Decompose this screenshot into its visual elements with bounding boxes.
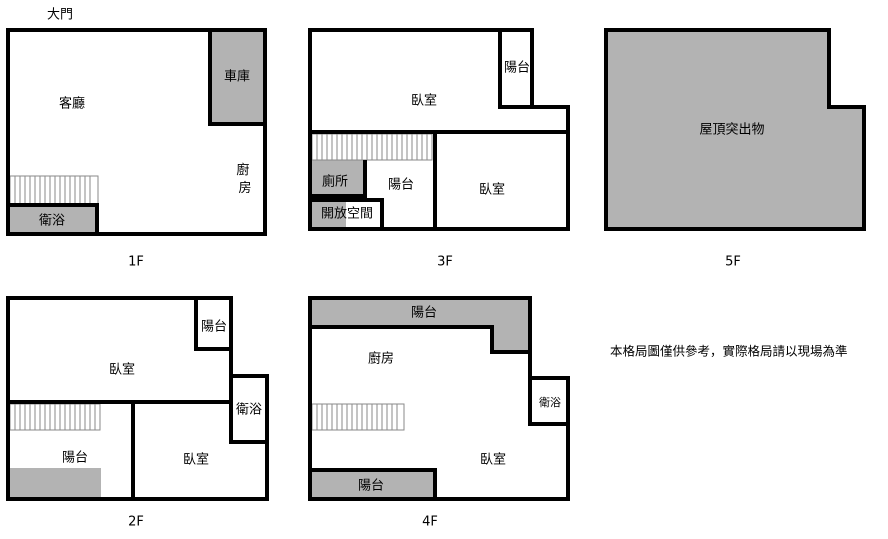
room-bedroom-4f: 臥室 [480, 452, 506, 468]
outline-2f [6, 296, 269, 501]
balcony-top-wall-4f [310, 325, 530, 354]
room-bedroom-right-2f: 臥室 [183, 452, 209, 468]
caption-3f: 3F [437, 255, 453, 270]
room-bath-1f: 衛浴 [39, 214, 65, 229]
room-bath-4f: 衛浴 [539, 396, 561, 409]
outline-4f [308, 296, 570, 501]
toilet-fill-3f [310, 160, 365, 196]
stair-4f [311, 403, 405, 431]
disclaimer-note: 本格局圖僅供參考，實際格局請以現場為準 [610, 344, 848, 359]
roof-structure-fill [606, 30, 864, 229]
bath-wall-4f [528, 378, 568, 426]
open-space-wall-3f [310, 198, 384, 229]
caption-4f: 4F [422, 515, 438, 530]
room-balcony-mid-3f: 陽台 [388, 178, 414, 193]
room-kitchen-4f: 廚房 [368, 351, 394, 367]
room-balcony-left-2f: 陽台 [62, 451, 88, 466]
room-open-space-3f: 開放空間 [321, 207, 373, 222]
balcony-fill-2f [8, 468, 101, 499]
room-roof-structure: 屋頂突出物 [699, 122, 764, 138]
stair-2f [9, 403, 101, 431]
room-balcony-bottom-4f: 陽台 [358, 479, 384, 494]
room-bedroom-right-3f: 臥室 [479, 182, 505, 198]
outline-1f [6, 28, 267, 236]
floor-2f: 陽台 臥室 衛浴 陽台 臥室 2F [6, 296, 269, 530]
outline-5f [604, 28, 866, 231]
garage-fill [210, 30, 265, 124]
room-bedroom-main-3f: 臥室 [411, 93, 437, 109]
caption-1f: 1F [128, 255, 144, 270]
balcony-wall-3f [498, 30, 532, 109]
floor-1f: 客廳 車庫 廚 房 衛浴 1F [6, 28, 267, 270]
open-space-fill-3f [310, 200, 346, 229]
room-balcony-top-4f: 陽台 [411, 306, 437, 321]
stair-1f [9, 175, 99, 206]
bath-fill-1f [8, 205, 97, 234]
balcony-bottom-fill-4f [310, 470, 435, 499]
balcony-wall-2f [194, 298, 231, 351]
room-bath-2f: 衛浴 [236, 403, 262, 418]
room-toilet-3f: 廁所 [322, 174, 348, 190]
stair-3f [311, 133, 433, 161]
balcony-bottom-wall-4f [310, 468, 437, 499]
caption-2f: 2F [128, 515, 144, 530]
room-kitchen-1f: 廚 房 [236, 162, 253, 196]
room-living: 客廳 [59, 96, 85, 112]
room-balcony-top-3f: 陽台 [504, 61, 530, 76]
kitchen-char-1: 廚 [236, 162, 249, 178]
kitchen-char-2: 房 [238, 180, 251, 196]
room-garage: 車庫 [224, 70, 250, 85]
outline-3f [308, 28, 570, 231]
caption-5f: 5F [725, 255, 741, 270]
bath-wall-2f [229, 349, 267, 444]
floor-4f: 陽台 廚房 衛浴 臥室 陽台 4F [308, 296, 570, 530]
toilet-wall-3f [310, 160, 367, 198]
floor-3f: 陽台 臥室 廁所 陽台 臥室 開放空間 3F [308, 28, 570, 270]
floor-5f: 屋頂突出物 5F [604, 28, 866, 270]
garage-wall [208, 30, 265, 126]
entrance-label: 大門 [47, 8, 73, 23]
room-bedroom-main-2f: 臥室 [109, 362, 135, 378]
bath-wall-1f [8, 203, 99, 234]
room-balcony-top-2f: 陽台 [201, 320, 227, 335]
